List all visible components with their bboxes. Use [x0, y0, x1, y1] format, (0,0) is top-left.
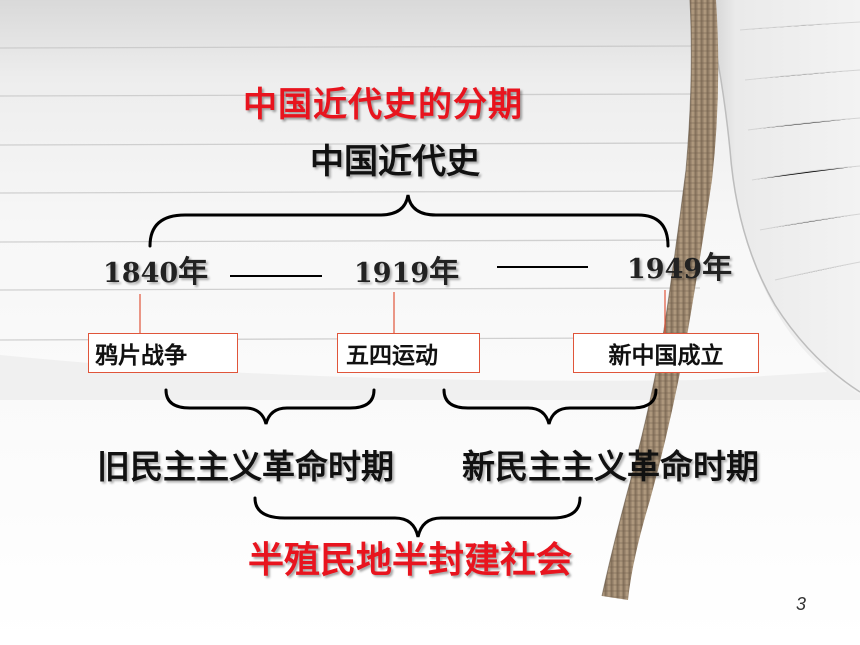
- year-1919: 1919年: [354, 258, 459, 288]
- event-label: 新中国成立: [608, 343, 724, 369]
- year-number: 1840: [103, 258, 179, 289]
- event-label: 五四运动: [346, 343, 438, 369]
- society-label: 半殖民地半封建社会: [248, 540, 573, 581]
- event-label: 鸦片战争: [95, 343, 187, 369]
- year-suffix: 年: [178, 255, 209, 290]
- section-heading: 中国近代史: [310, 142, 480, 182]
- period-old-democratic: 旧民主主义革命时期: [97, 447, 394, 486]
- event-box-new-china: 新中国成立: [573, 333, 759, 373]
- year-1840: 1840年: [103, 258, 208, 288]
- year-1949: 1949年: [627, 254, 732, 284]
- period-new-democratic: 新民主主义革命时期: [462, 447, 759, 486]
- slide-title: 中国近代史的分期: [243, 85, 523, 125]
- year-suffix: 年: [429, 255, 460, 290]
- event-box-opium-war: 鸦片战争: [88, 333, 238, 373]
- year-suffix: 年: [702, 251, 733, 286]
- page-number: 3: [796, 594, 807, 614]
- year-number: 1949: [627, 254, 703, 285]
- year-number: 1919: [354, 258, 430, 289]
- event-box-may-fourth: 五四运动: [337, 333, 480, 373]
